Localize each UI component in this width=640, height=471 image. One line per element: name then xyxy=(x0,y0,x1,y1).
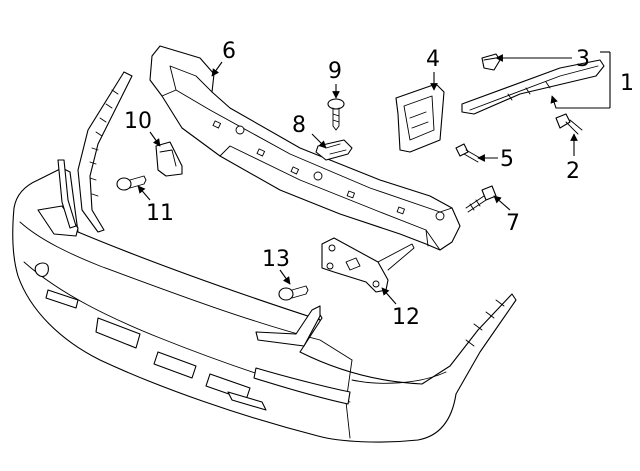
bracket-10 xyxy=(155,141,183,177)
leader-12 xyxy=(381,287,397,305)
leader-11 xyxy=(137,185,151,201)
callout-11: 11 xyxy=(146,201,174,226)
callout-6: 6 xyxy=(222,39,236,64)
pin-13 xyxy=(278,285,309,301)
bolt-2 xyxy=(555,113,583,135)
side-retainer xyxy=(57,71,133,233)
molding-strip xyxy=(461,59,605,115)
callout-5: 5 xyxy=(500,147,514,172)
callout-10: 10 xyxy=(124,109,152,134)
callout-8: 8 xyxy=(292,113,306,138)
bolt-5 xyxy=(455,143,481,163)
leader-1-bottom xyxy=(550,95,610,109)
callout-3: 3 xyxy=(576,47,590,72)
leader-13 xyxy=(279,269,291,285)
bumper-cover xyxy=(12,167,517,443)
pin-11 xyxy=(116,175,147,191)
leader-7 xyxy=(493,195,511,211)
callout-13: 13 xyxy=(262,247,290,272)
callout-4: 4 xyxy=(426,47,440,72)
leader-6 xyxy=(211,61,223,77)
leader-10 xyxy=(149,131,161,147)
bracket-4 xyxy=(395,83,445,153)
callout-2: 2 xyxy=(566,159,580,184)
bolt-9 xyxy=(327,98,345,131)
clip-3 xyxy=(481,53,501,71)
callout-12: 12 xyxy=(392,305,420,330)
bolt-7 xyxy=(465,185,497,213)
leader-8 xyxy=(311,133,327,149)
leader-lines xyxy=(137,51,611,305)
reinforcement-bar xyxy=(149,45,461,251)
bracket-12 xyxy=(321,237,415,293)
callout-7: 7 xyxy=(506,211,520,236)
callout-9: 9 xyxy=(328,59,342,84)
callout-1: 1 xyxy=(620,71,634,96)
callout-labels: 1 2 3 4 5 6 7 8 9 10 11 12 13 xyxy=(124,39,634,330)
